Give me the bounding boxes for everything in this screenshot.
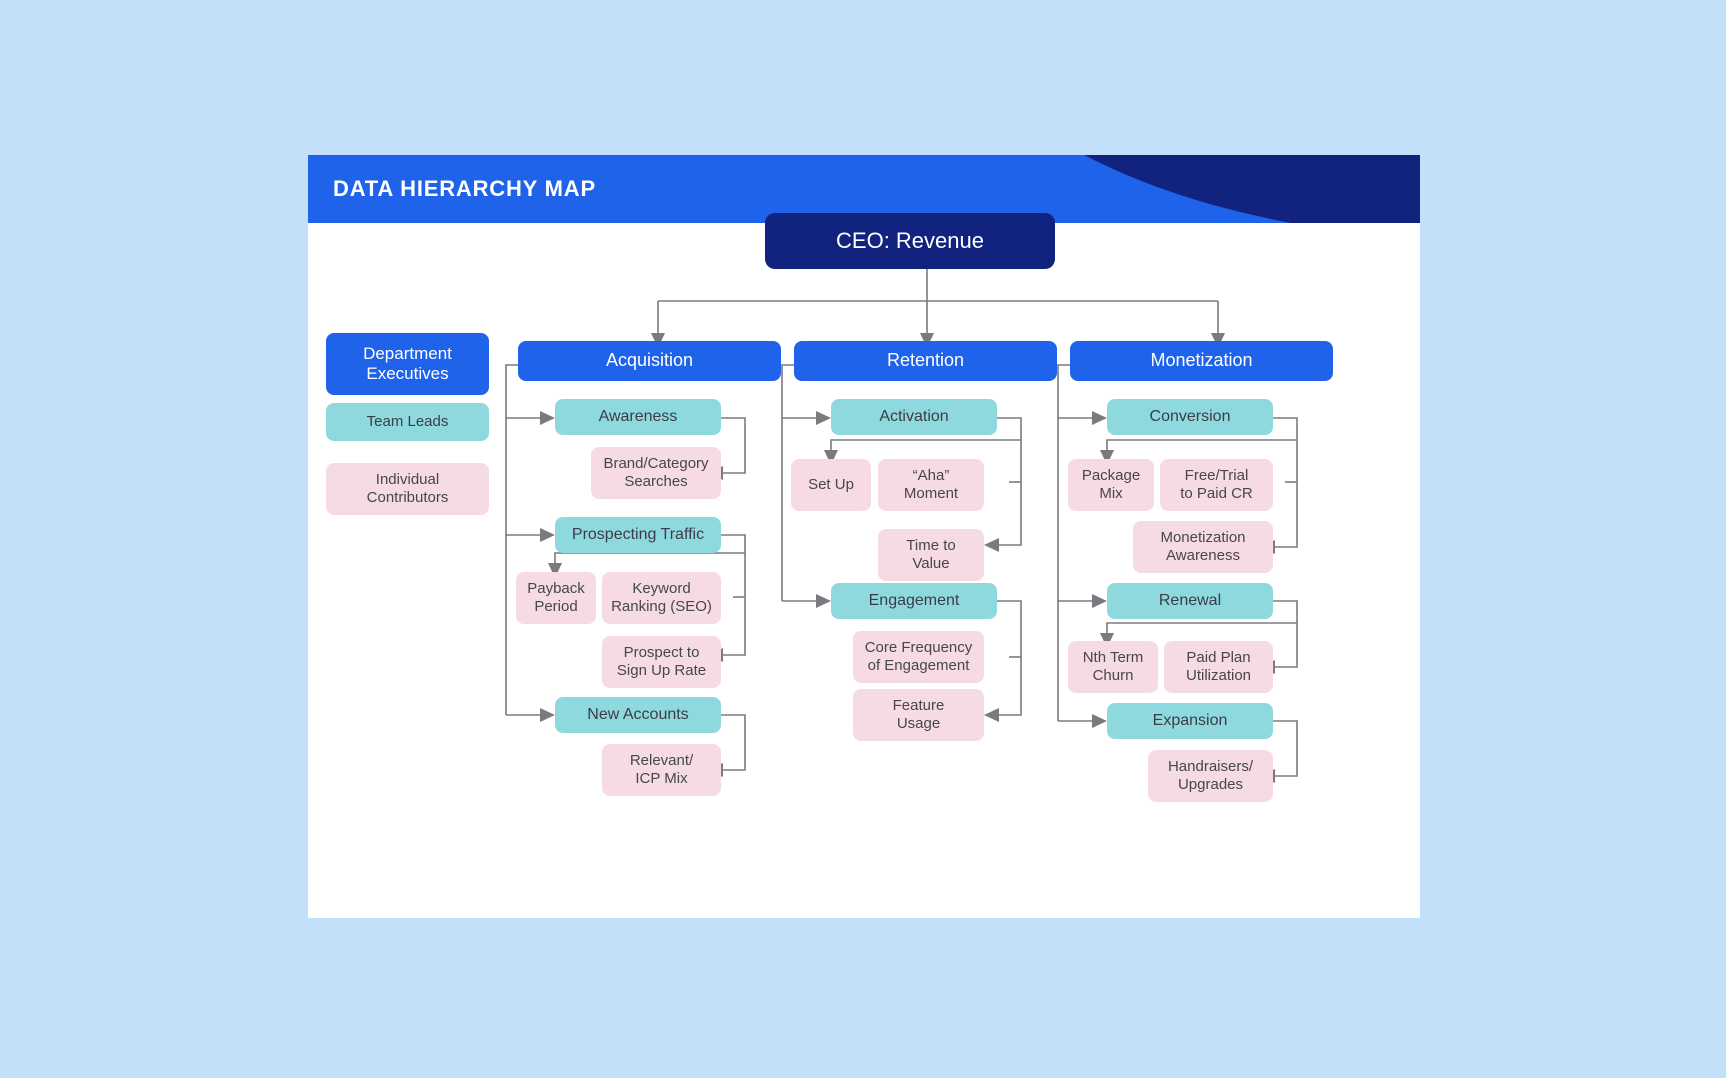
node-ceo-revenue[interactable]: CEO: Revenue <box>765 213 1055 269</box>
header-bar: DATA HIERARCHY MAP <box>308 155 1420 223</box>
page-title: DATA HIERARCHY MAP <box>333 176 596 201</box>
legend-department-executives[interactable]: Department Executives <box>326 333 489 395</box>
diagram-card: DATA HIERARCHY MAP <box>308 155 1420 918</box>
metric-handraisers-upgrades[interactable]: Handraisers/ Upgrades <box>1148 750 1273 802</box>
group-engagement[interactable]: Engagement <box>831 583 997 619</box>
metric-payback-period[interactable]: Payback Period <box>516 572 596 624</box>
metric-aha-moment[interactable]: “Aha” Moment <box>878 459 984 511</box>
group-renewal[interactable]: Renewal <box>1107 583 1273 619</box>
metric-free-trial-to-paid-cr[interactable]: Free/Trial to Paid CR <box>1160 459 1273 511</box>
branch-acquisition[interactable]: Acquisition <box>518 341 781 381</box>
branch-retention[interactable]: Retention <box>794 341 1057 381</box>
metric-paid-plan-utilization[interactable]: Paid Plan Utilization <box>1164 641 1273 693</box>
legend-team-leads[interactable]: Team Leads <box>326 403 489 441</box>
metric-feature-usage[interactable]: Feature Usage <box>853 689 984 741</box>
group-prospecting-traffic[interactable]: Prospecting Traffic <box>555 517 721 553</box>
metric-set-up[interactable]: Set Up <box>791 459 871 511</box>
metric-prospect-to-sign-up-rate[interactable]: Prospect to Sign Up Rate <box>602 636 721 688</box>
metric-time-to-value[interactable]: Time to Value <box>878 529 984 581</box>
metric-keyword-ranking-seo[interactable]: Keyword Ranking (SEO) <box>602 572 721 624</box>
metric-nth-term-churn[interactable]: Nth Term Churn <box>1068 641 1158 693</box>
metric-package-mix[interactable]: Package Mix <box>1068 459 1154 511</box>
metric-brand-category-searches[interactable]: Brand/Category Searches <box>591 447 721 499</box>
branch-monetization[interactable]: Monetization <box>1070 341 1333 381</box>
group-awareness[interactable]: Awareness <box>555 399 721 435</box>
metric-monetization-awareness[interactable]: Monetization Awareness <box>1133 521 1273 573</box>
group-conversion[interactable]: Conversion <box>1107 399 1273 435</box>
group-expansion[interactable]: Expansion <box>1107 703 1273 739</box>
group-activation[interactable]: Activation <box>831 399 997 435</box>
metric-core-frequency-of-engagement[interactable]: Core Frequency of Engagement <box>853 631 984 683</box>
legend-individual-contributors[interactable]: Individual Contributors <box>326 463 489 515</box>
metric-relevant-icp-mix[interactable]: Relevant/ ICP Mix <box>602 744 721 796</box>
group-new-accounts[interactable]: New Accounts <box>555 697 721 733</box>
